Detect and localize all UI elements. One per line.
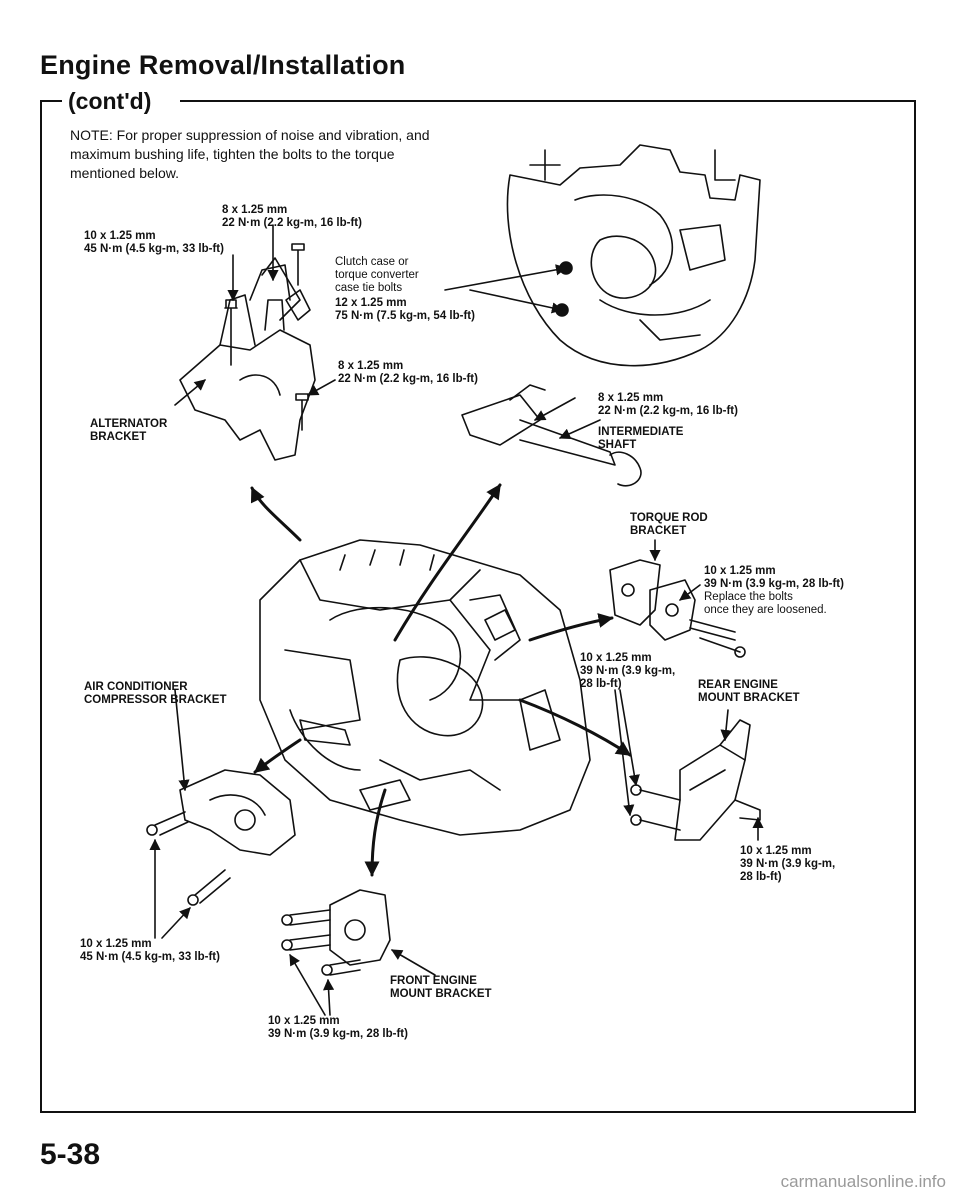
frame-rule-left — [40, 100, 62, 102]
alternator-lower-spec-label: 8 x 1.25 mm 22 N·m (2.2 kg-m, 16 lb-ft) — [338, 360, 478, 385]
intermediate-shaft-drawing — [461, 384, 642, 487]
page-title: Engine Removal/Installation — [40, 50, 406, 80]
clutch-case-bolts-label: Clutch case or torque converter case tie… — [335, 256, 419, 294]
frame-rule-right — [180, 100, 916, 102]
alternator-bracket-drawing — [174, 224, 336, 461]
top-bolt-spec-label: 8 x 1.25 mm 22 N·m (2.2 kg-m, 16 lb-ft) — [222, 204, 362, 229]
clutch-case-spec-label: 12 x 1.25 mm 75 N·m (7.5 kg-m, 54 lb-ft) — [335, 297, 475, 322]
page-number: 5-38 — [40, 1138, 101, 1171]
torque-rod-note-label: Replace the bolts once they are loosened… — [704, 591, 827, 616]
rear-left-spec-label: 10 x 1.25 mm 39 N·m (3.9 kg-m, 28 lb-ft) — [580, 652, 676, 690]
ac-spec-label: 10 x 1.25 mm 45 N·m (4.5 kg-m, 33 lb-ft) — [80, 938, 220, 963]
ac-compressor-bracket-drawing — [146, 689, 296, 939]
shaft-spec-label: 8 x 1.25 mm 22 N·m (2.2 kg-m, 16 lb-ft) — [598, 392, 738, 417]
front-engine-mount-bracket-drawing — [281, 889, 436, 1016]
content-frame — [40, 101, 916, 1113]
watermark: carmanualsonline.info — [780, 1172, 946, 1191]
transmission-case-drawing — [506, 144, 761, 367]
page-subtitle: (cont'd) — [62, 88, 158, 115]
torque-note: NOTE: For proper suppression of noise an… — [70, 127, 430, 181]
torque-rod-bracket-label: TORQUE ROD BRACKET — [630, 512, 708, 537]
rear-engine-mount-bracket-drawing — [614, 689, 764, 841]
intermediate-shaft-label: INTERMEDIATE SHAFT — [598, 426, 684, 451]
rear-engine-mount-label: REAR ENGINE MOUNT BRACKET — [698, 679, 800, 704]
rear-right-spec-label: 10 x 1.25 mm 39 N·m (3.9 kg-m, 28 lb-ft) — [740, 845, 836, 883]
engine-assembly-drawing — [259, 539, 591, 836]
ac-bracket-label: AIR CONDITIONER COMPRESSOR BRACKET — [84, 681, 227, 706]
torque-rod-spec-label: 10 x 1.25 mm 39 N·m (3.9 kg-m, 28 lb-ft) — [704, 565, 844, 590]
front-engine-mount-label: FRONT ENGINE MOUNT BRACKET — [390, 975, 492, 1000]
front-spec-label: 10 x 1.25 mm 39 N·m (3.9 kg-m, 28 lb-ft) — [268, 1015, 408, 1040]
left-bolt-spec-label: 10 x 1.25 mm 45 N·m (4.5 kg-m, 33 lb-ft) — [84, 230, 224, 255]
alternator-bracket-label: ALTERNATOR BRACKET — [90, 418, 168, 443]
torque-rod-bracket-drawing — [609, 539, 746, 658]
